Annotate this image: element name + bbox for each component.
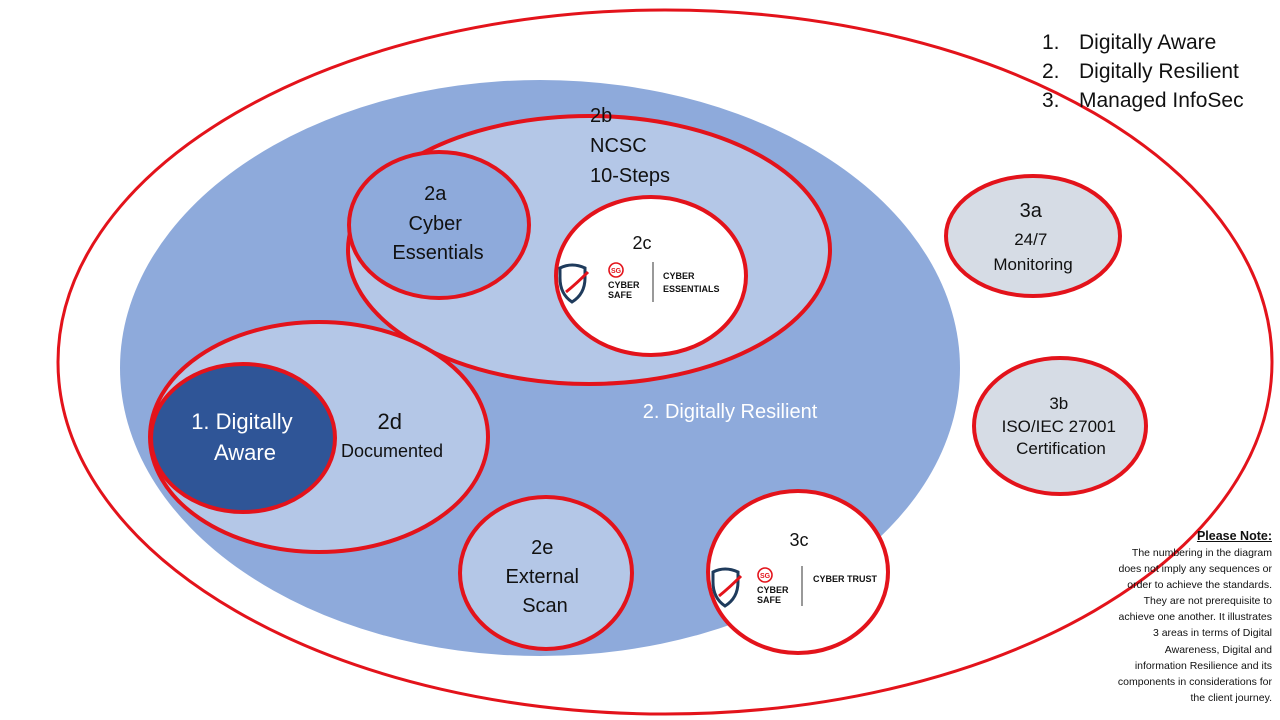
shield-swoosh-icon (565, 270, 590, 294)
note-line: The numbering in the diagram (1131, 547, 1272, 559)
badge-right-line1: CYBER TRUST (813, 574, 878, 584)
badge-safe-text: SAFE (757, 595, 781, 605)
digitally-resilient-label: 2. Digitally Resilient (643, 401, 818, 423)
sg-mark-text: SG (760, 573, 771, 580)
legend-number: 1. (1042, 31, 1060, 54)
shield-icon (711, 567, 740, 608)
note-line: They are not prerequisite to (1143, 595, 1272, 608)
legend: 1. Digitally Aware 2. Digitally Resilien… (1042, 28, 1244, 115)
badge-right-line1: CYBER (663, 271, 695, 281)
sg-mark-icon (757, 567, 773, 583)
badge-cyber-text: CYBER (608, 280, 640, 290)
node-2e-ellipse (458, 495, 634, 651)
node-1-label: 1. Digitally Aware (191, 409, 299, 465)
note-line: order to achieve the standards. (1127, 579, 1272, 592)
note-title: Please Note: (1196, 529, 1272, 543)
node-2c-label: 2c (632, 233, 651, 253)
note-line: Awareness, Digital and (1164, 643, 1272, 656)
badge-right-line2: ESSENTIALS (663, 284, 720, 294)
cybersafe-essentials-badge: SG CYBER SAFE CYBER ESSENTIALS (558, 262, 720, 304)
node-2a-label: 2a Cyber Essentials (392, 183, 483, 264)
sg-mark-icon (608, 262, 624, 278)
note-line: components in considerations for (1117, 675, 1272, 688)
node-3a-ellipse (944, 174, 1122, 298)
shield-icon (558, 263, 587, 304)
legend-text: Digitally Resilient (1079, 60, 1239, 83)
node-2a-ellipse (347, 150, 531, 300)
node-2e-label: 2e External Scan (506, 537, 585, 617)
node-3b-label: 3b ISO/IEC 27001 Certification (1002, 394, 1121, 458)
badge-safe-text: SAFE (608, 290, 632, 300)
shield-swoosh-icon (718, 574, 743, 598)
node-3c-ellipse (706, 489, 890, 655)
legend-text: Managed InfoSec (1079, 89, 1244, 112)
node-2d-label: 2d Documented (341, 409, 443, 461)
sg-mark-text: SG (611, 268, 622, 275)
legend-number: 3. (1042, 89, 1060, 112)
please-note: Please Note: The numbering in the diagra… (1070, 528, 1272, 706)
note-line: the client journey. (1190, 691, 1272, 704)
node-1-ellipse (149, 362, 337, 514)
node-3c-label: 3c (789, 530, 808, 550)
legend-text: Digitally Aware (1079, 31, 1217, 54)
badge-cyber-text: CYBER (757, 585, 789, 595)
legend-number: 2. (1042, 60, 1060, 83)
legend-item: 2. Digitally Resilient (1042, 57, 1244, 86)
node-3a-label: 3a 24/7 Monitoring (993, 200, 1072, 274)
legend-item: 3. Managed InfoSec (1042, 86, 1244, 115)
note-line: achieve one another. It illustrates (1118, 611, 1272, 624)
node-2b-label: 2b NCSC 10-Steps (590, 105, 670, 187)
note-line: does not imply any sequences or (1118, 563, 1272, 576)
note-line: 3 areas in terms of Digital (1152, 627, 1272, 640)
node-2c-ellipse (554, 195, 748, 357)
cybersafe-trust-badge: SG CYBER SAFE CYBER TRUST (711, 566, 878, 608)
legend-item: 1. Digitally Aware (1042, 28, 1244, 57)
note-line: information Resilience and its (1134, 659, 1272, 672)
node-3b-ellipse (972, 356, 1148, 496)
